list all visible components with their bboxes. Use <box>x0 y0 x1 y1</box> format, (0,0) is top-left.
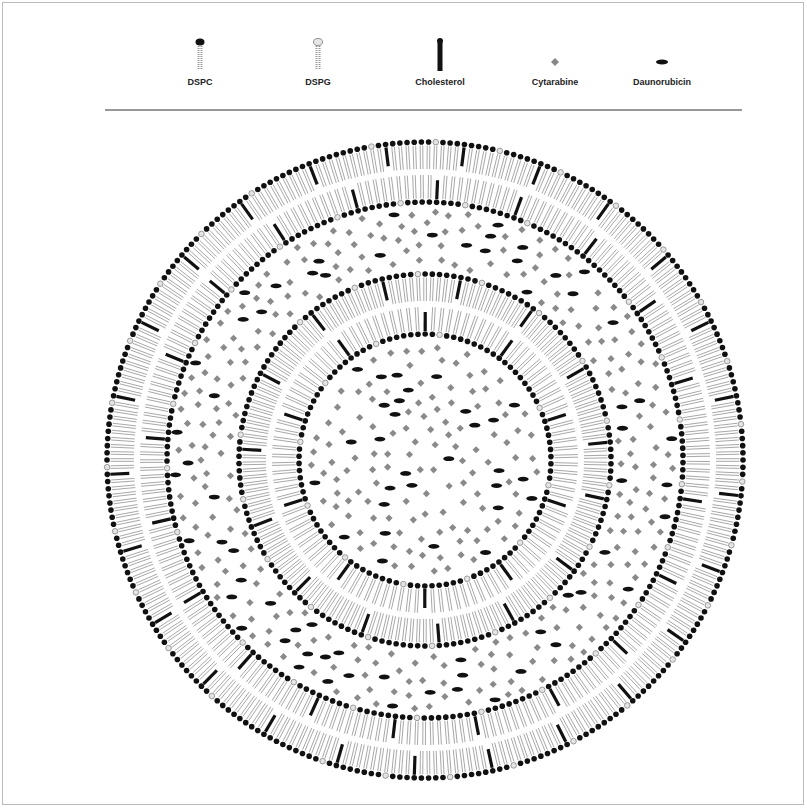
liposome <box>104 139 746 781</box>
legend-swatch <box>314 39 323 71</box>
legend-icons <box>196 38 669 71</box>
frame <box>3 3 804 805</box>
legend-label: Daunorubicin <box>602 78 722 88</box>
drug-particles <box>170 209 677 713</box>
legend-label: DSPG <box>258 78 378 88</box>
legend-swatch <box>196 39 205 71</box>
legend-label: Cholesterol <box>380 78 500 88</box>
legend-rule <box>105 109 742 110</box>
legend-swatch <box>437 38 443 71</box>
legend-label: DSPC <box>140 78 260 88</box>
legend-label: Cytarabine <box>495 78 615 88</box>
legend-swatch <box>551 58 559 66</box>
legend-swatch <box>656 59 668 64</box>
